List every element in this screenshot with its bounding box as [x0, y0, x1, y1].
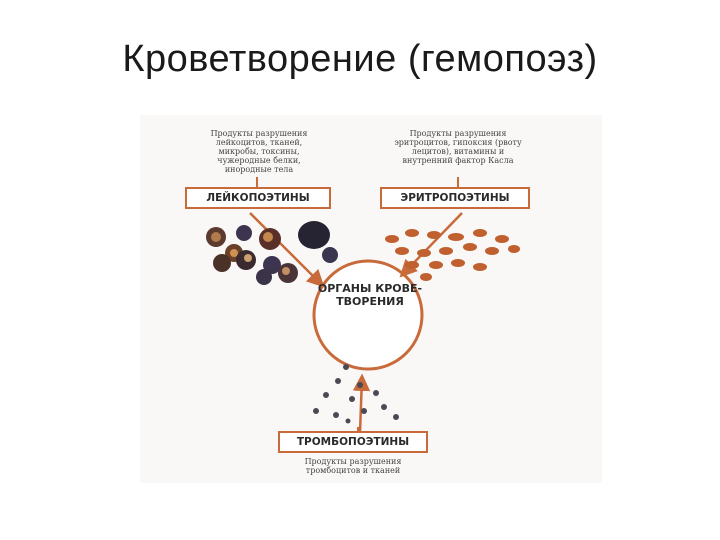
thrombocyte-cells	[313, 364, 399, 424]
center-circle	[312, 259, 424, 371]
leuko-arrow	[249, 212, 325, 288]
slide-title: Кроветворение (гемопоэз)	[122, 38, 598, 80]
thrombopoietins-box: ТРОМБОПОЭТИНЫ	[278, 431, 428, 453]
top-left-note: Продукты разрушения лейкоцитов, тканей, …	[210, 129, 308, 174]
leukopoietins-box: ЛЕЙКОПОЭТИНЫ	[185, 187, 331, 209]
erythropoietins-box: ЭРИТРОПОЭТИНЫ	[380, 187, 530, 209]
leukocyte-cells	[206, 221, 338, 285]
erythrocyte-cells	[385, 229, 520, 281]
diagram-graphics	[206, 177, 520, 437]
hematopoietic-organs-label: ОРГАНЫ КРОВЕ- ТВОРЕНИЯ	[317, 282, 423, 308]
hematopoiesis-diagram: Продукты разрушения лейкоцитов, тканей, …	[140, 115, 602, 483]
bottom-note: Продукты разрушения тромбоцитов и тканей	[304, 457, 402, 475]
top-right-note: Продукты разрушения эритроцитов, гипокси…	[394, 129, 522, 165]
